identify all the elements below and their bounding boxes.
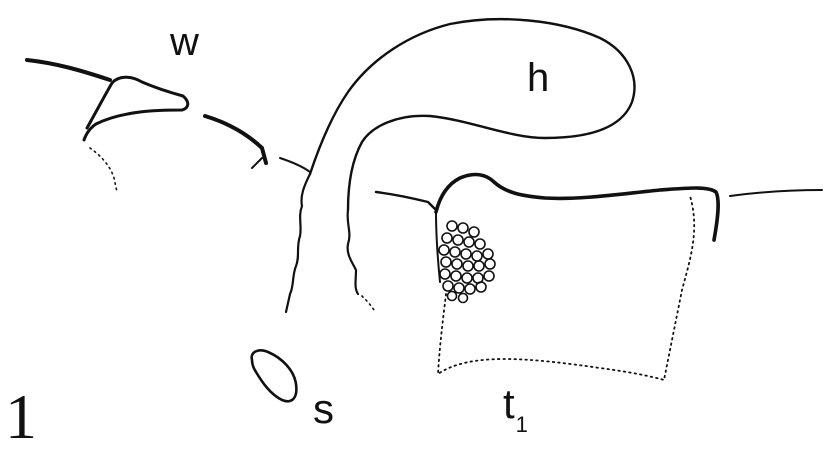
w-lobe-outline	[84, 77, 188, 140]
contour-to-t1	[376, 192, 436, 210]
outer-contour-left-low	[252, 158, 262, 168]
label-h: h	[527, 58, 549, 98]
label-t1-subscript: 1	[516, 412, 528, 437]
outer-contour-left	[27, 60, 110, 80]
h-stalk-right-edge	[348, 210, 358, 294]
h-stalk-left-edge	[286, 174, 310, 312]
h-stalk-dotted-end	[362, 296, 374, 310]
label-t1-main: t	[503, 380, 515, 427]
label-w: w	[170, 22, 199, 62]
contour-right-tail	[730, 190, 822, 196]
s-blob-outline	[252, 350, 297, 401]
label-t1: t1	[503, 383, 527, 425]
outer-contour-left-tail	[280, 158, 310, 172]
figure-number: 1	[5, 385, 37, 449]
outer-contour-left-mid	[205, 116, 266, 163]
h-loop-outer	[310, 19, 634, 210]
label-s: s	[313, 388, 334, 430]
cell-cluster	[439, 221, 495, 303]
w-lobe-dotted-tail	[90, 148, 117, 192]
